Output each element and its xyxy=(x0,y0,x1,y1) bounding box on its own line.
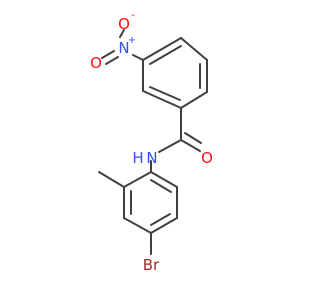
bond-CO-double-2 xyxy=(184,132,202,144)
charge-label-nitro-oxygen: - xyxy=(131,10,135,21)
bond-ring1-e-inner xyxy=(149,86,181,101)
atom-label-amide-oxygen: O xyxy=(201,149,213,167)
bond-ring2-a-inner xyxy=(150,179,172,193)
bond-C-amideN xyxy=(158,139,182,153)
molecule-structure: O - N + O O H N Br xyxy=(90,10,213,274)
bond-ring2-c xyxy=(150,217,178,234)
bond-ring1-e xyxy=(142,90,182,109)
bond-nitroN-O-double-1 xyxy=(101,50,115,59)
molecule-canvas: O - N + O O H N Br xyxy=(90,10,213,274)
bond-ring2-c-inner xyxy=(150,213,171,226)
atom-label-amide-hydrogen: H xyxy=(132,149,143,167)
bond-ring1-b xyxy=(180,37,208,61)
atom-label-nitro-nitrogen: N xyxy=(118,39,129,57)
atom-label-amide-nitrogen: N xyxy=(146,149,157,167)
bond-CO-double-1 xyxy=(180,139,201,152)
bond-ring1-d xyxy=(180,91,208,109)
bond-nitroN-ring xyxy=(132,54,144,61)
bond-ring1-a-inner xyxy=(149,45,182,65)
atom-label-nitro-oxygen-double: O xyxy=(90,54,102,72)
bond-nitroN-O-double-2 xyxy=(105,56,119,65)
bond-ring1-a xyxy=(142,37,182,61)
bond-ring2-a xyxy=(150,171,178,188)
atom-label-nitro-oxygen-minus: O xyxy=(118,15,130,33)
bond-ring2-f xyxy=(123,171,152,188)
bond-ring2-d xyxy=(123,217,152,234)
bond-methyl xyxy=(98,171,125,188)
atom-label-bromine: Br xyxy=(143,256,160,274)
charge-label-nitro-nitrogen: + xyxy=(128,35,136,46)
bond-nitroN-O-minus xyxy=(119,29,125,38)
